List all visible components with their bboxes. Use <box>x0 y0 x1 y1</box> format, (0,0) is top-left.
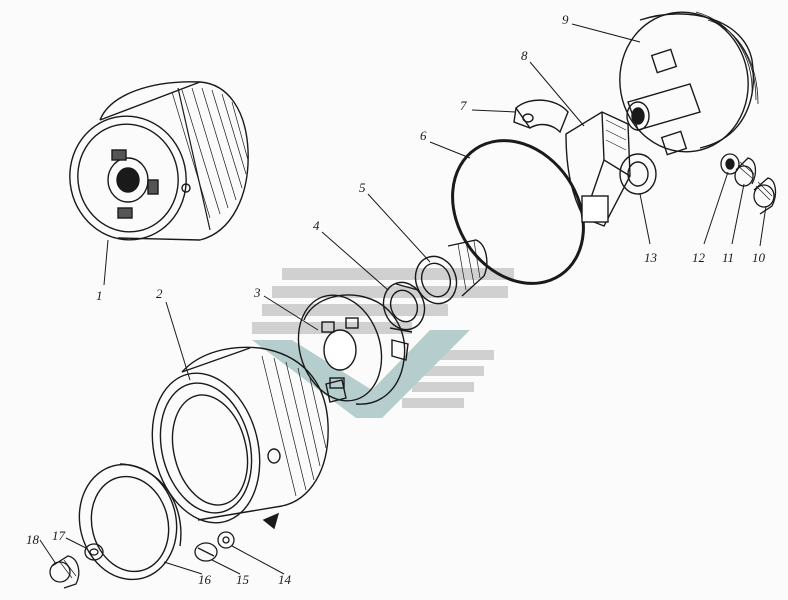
label-part-7: 7 <box>460 98 467 113</box>
part-16-retaining-ring <box>78 463 182 581</box>
part-5-bushing <box>414 239 488 305</box>
part-1-assembled-chuck <box>69 81 249 241</box>
label-part-17: 17 <box>52 528 66 543</box>
label-part-11: 11 <box>722 250 734 265</box>
label-part-13: 13 <box>644 250 658 265</box>
part-9-flange <box>619 11 759 156</box>
part-13-thrust-ring <box>619 153 657 195</box>
part-10-screw <box>753 177 777 215</box>
watermark-logo <box>252 268 514 418</box>
part-12-washer <box>720 153 740 175</box>
part-6-o-ring <box>451 139 585 285</box>
label-part-12: 12 <box>692 250 706 265</box>
label-part-6: 6 <box>420 128 427 143</box>
part-15-set-screw <box>194 542 218 562</box>
label-part-2: 2 <box>156 286 163 301</box>
label-part-10: 10 <box>752 250 766 265</box>
label-part-8: 8 <box>521 48 528 63</box>
part-17-washer <box>84 543 104 561</box>
part-3-jaw-plate <box>297 294 409 405</box>
part-4-ring <box>382 281 426 333</box>
part-labels: 1 2 3 4 5 6 7 8 9 10 11 12 13 14 15 16 1… <box>26 12 766 587</box>
part-8-cam-wedge <box>565 111 631 227</box>
label-part-3: 3 <box>253 285 261 300</box>
label-part-5: 5 <box>359 180 366 195</box>
part-2-body <box>151 346 329 530</box>
label-part-14: 14 <box>278 572 292 587</box>
part-7-jaw-segment <box>513 99 569 134</box>
part-14-small-washer <box>217 531 235 549</box>
leader-lines <box>39 23 767 575</box>
label-part-1: 1 <box>96 288 103 303</box>
label-part-18: 18 <box>26 532 40 547</box>
part-11-spring <box>734 157 757 187</box>
label-part-16: 16 <box>198 572 212 587</box>
label-part-9: 9 <box>562 12 569 27</box>
label-part-15: 15 <box>236 572 250 587</box>
label-part-4: 4 <box>313 218 320 233</box>
part-18-knurled-nut <box>49 555 80 589</box>
